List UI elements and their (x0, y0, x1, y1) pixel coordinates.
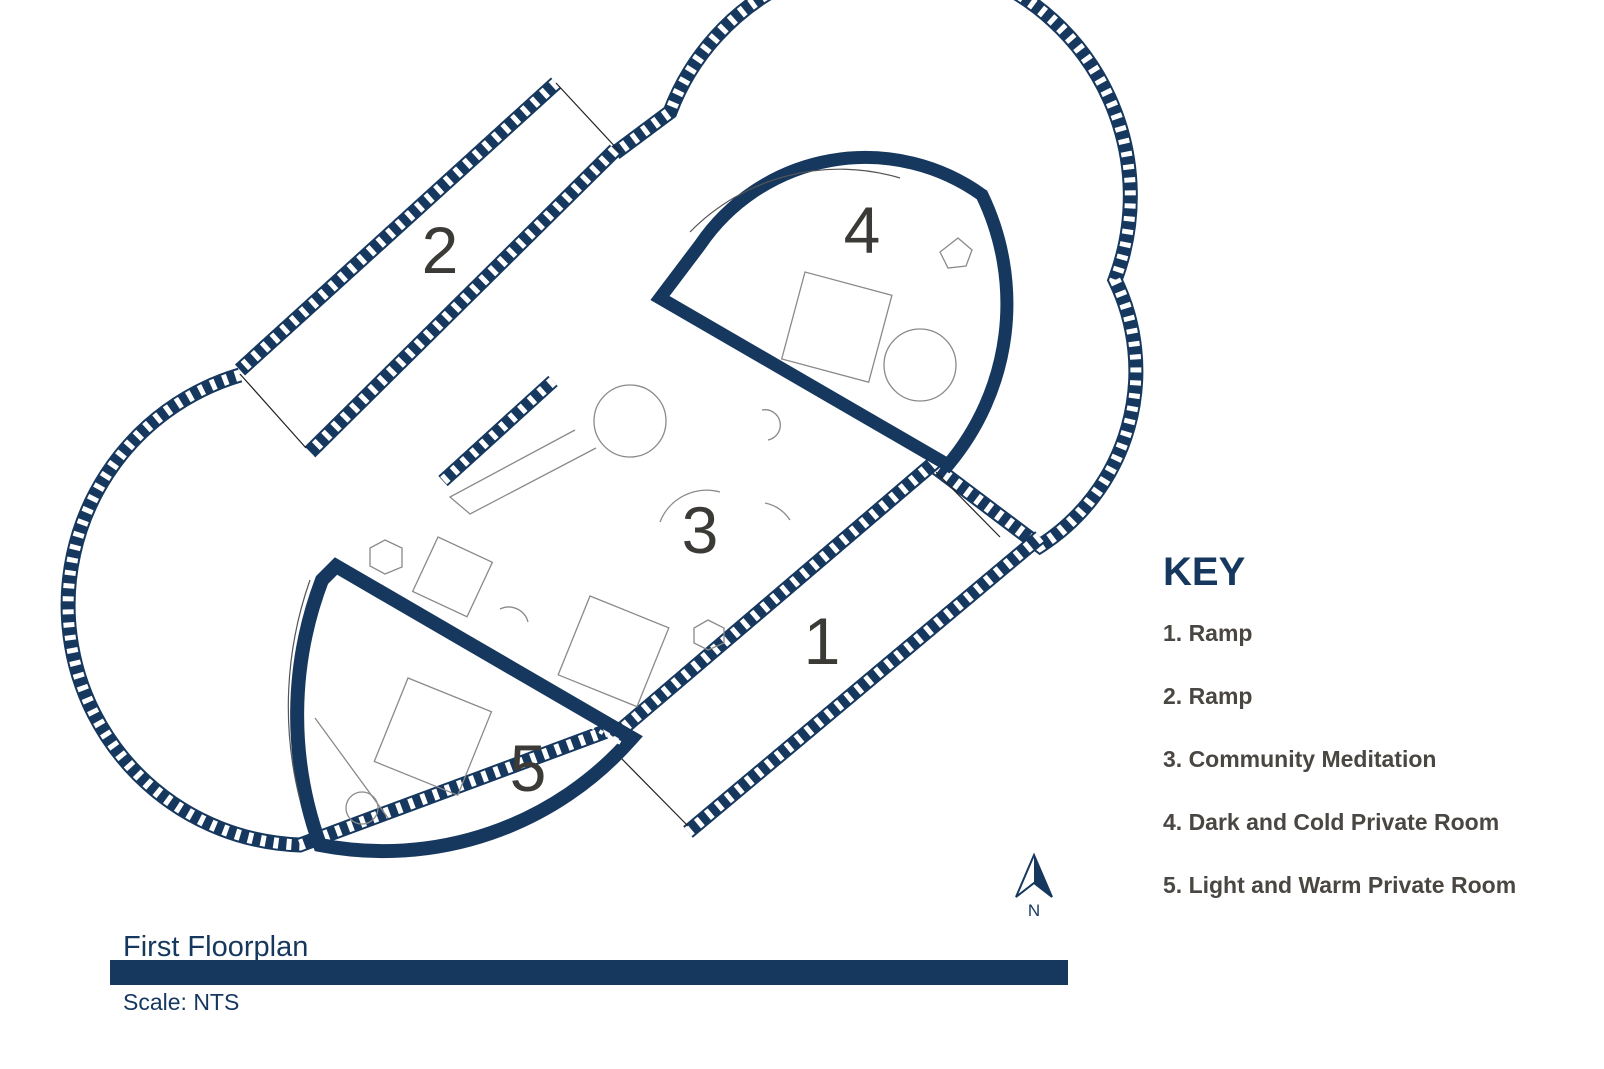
north-arrow-icon: N (1015, 852, 1053, 920)
key-item-5: 5. Light and Warm Private Room (1163, 872, 1517, 898)
room-number-3: 3 (682, 493, 719, 567)
key-item-2: 2. Ramp (1163, 683, 1253, 709)
furniture (314, 237, 973, 825)
key-item-4: 4. Dark and Cold Private Room (1163, 809, 1500, 835)
key-legend: KEY 1. Ramp 2. Ramp 3. Community Meditat… (1163, 548, 1516, 933)
room-number-4: 4 (844, 193, 881, 267)
room-number-2: 2 (422, 213, 459, 287)
scale-label: Scale: NTS (123, 989, 240, 1015)
key-title: KEY (1163, 550, 1246, 594)
ramp-2-walls (234, 77, 621, 458)
room-5-walls (287, 557, 643, 859)
key-item-1: 1. Ramp (1163, 620, 1253, 646)
title-underline-bar (110, 960, 1068, 985)
key-item-3: 3. Community Meditation (1163, 746, 1437, 772)
north-label: N (1028, 901, 1040, 920)
room-number-5: 5 (510, 731, 547, 805)
ramp-1-walls (610, 456, 1045, 838)
outer-capsule-wall (60, 0, 1144, 853)
plan-title: First Floorplan (123, 931, 309, 963)
room-number-1: 1 (804, 604, 841, 678)
room-4-walls (650, 150, 1014, 474)
interior-partition (438, 375, 558, 487)
